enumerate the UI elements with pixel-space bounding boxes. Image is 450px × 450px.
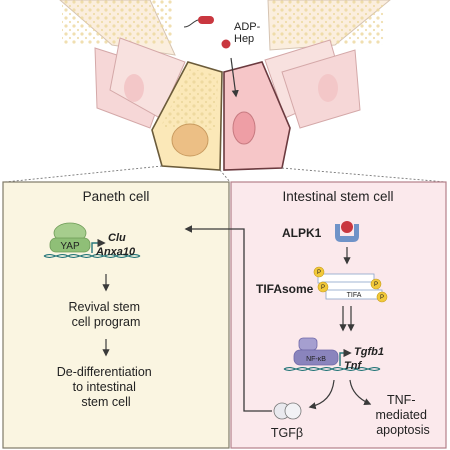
yap-complex: YAP: [49, 222, 91, 253]
intestinal-stem-cell-panel: Intestinal stem cell ALPK1 TIFAsome TIFA…: [230, 181, 447, 449]
paneth-cell-nucleus: [171, 123, 209, 157]
phospho-p-label: P: [321, 285, 325, 291]
adp-hep-entry-arrow: [230, 57, 239, 98]
gene-anxa10: Anxa10: [95, 246, 136, 258]
nfkb-label: NF-κB: [306, 356, 326, 363]
alpk1-label: ALPK1: [282, 226, 322, 240]
tifasome-label: TIFAsome: [256, 282, 314, 296]
gene-tnf: Tnf: [344, 360, 362, 372]
nfkb-complex: NF-κB: [293, 337, 339, 366]
phospho-p-label: P: [380, 295, 384, 301]
alpk1-receptor-icon: [335, 221, 359, 242]
paneth-panel-title: Paneth cell: [83, 189, 150, 204]
phospho-p-icon: [370, 278, 382, 290]
stem-cell-nucleus: [232, 111, 256, 145]
dna-strand-isc: [283, 367, 381, 371]
dna-strand-paneth: [43, 254, 141, 258]
gene-tgfb1: Tgfb1: [354, 346, 384, 358]
cell-nucleus: [124, 74, 144, 102]
paneth-cell-panel: Paneth cell YAP Clu Anxa10 Revival stem …: [2, 181, 230, 449]
tifa-label: TIFA: [347, 292, 362, 299]
revival-stem-program-text: Revival stem cell program: [68, 300, 143, 329]
tgfb-molecule-icon: [273, 402, 302, 420]
cell-nucleus: [318, 74, 338, 102]
tgfb-label: TGFβ: [271, 426, 303, 440]
nfkb-to-apoptosis-arrow: [349, 379, 372, 405]
zoom-line-middle: [219, 169, 231, 183]
tgfb-to-paneth-feedback-arrow: [184, 225, 272, 412]
adp-hep-label: ADP-Hep: [234, 21, 261, 45]
adp-hep-label-line: ADP-: [234, 21, 261, 33]
nfkb-to-tgfb-arrow: [308, 379, 335, 410]
tifasome-complex: TIFA P P P P: [313, 266, 388, 303]
yap-label: YAP: [60, 241, 80, 252]
zoom-line-right: [281, 167, 447, 183]
transcription-arrow-paneth: [91, 238, 106, 253]
bacterium-icon: [183, 16, 214, 28]
phospho-p-label: P: [317, 270, 321, 276]
zoom-line-left: [4, 165, 163, 183]
adp-hep-molecule-icon: [221, 39, 231, 49]
phospho-p-icon: [313, 266, 325, 278]
adp-hep-label-line: Hep: [234, 33, 254, 45]
gene-clu: Clu: [108, 232, 126, 244]
tnf-apoptosis-text: TNF- mediated apoptosis: [376, 393, 431, 437]
crypt-illustration: ADP-Hep: [4, 0, 447, 183]
phospho-p-icon: [376, 291, 388, 303]
isc-panel-title: Intestinal stem cell: [282, 189, 393, 204]
phospho-p-icon: [317, 281, 329, 293]
dedifferentiation-text: De-differentiation to intestinal stem ce…: [57, 365, 155, 409]
phospho-p-label: P: [374, 282, 378, 288]
transcription-arrow-isc: [339, 348, 352, 366]
